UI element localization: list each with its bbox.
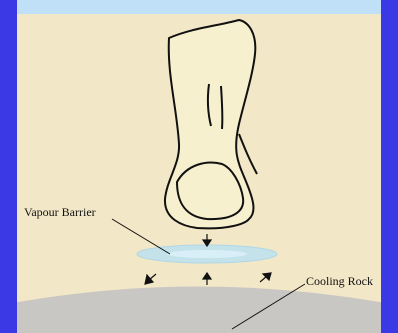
- vapour-barrier-leader: [112, 219, 170, 254]
- arrow-icon: [203, 234, 211, 246]
- vapour-barrier-label: Vapour Barrier: [24, 205, 96, 220]
- cooling-rock-label: Cooling Rock: [306, 274, 373, 289]
- arrow-icon: [203, 273, 211, 285]
- arrow-icon: [145, 274, 156, 284]
- foot-icon: [165, 20, 257, 228]
- arrow-icon: [260, 273, 271, 282]
- cooling-rock-icon: [17, 287, 381, 333]
- diagram-panel: Vapour Barrier Cooling Rock: [17, 14, 381, 333]
- top-strip: [17, 0, 381, 14]
